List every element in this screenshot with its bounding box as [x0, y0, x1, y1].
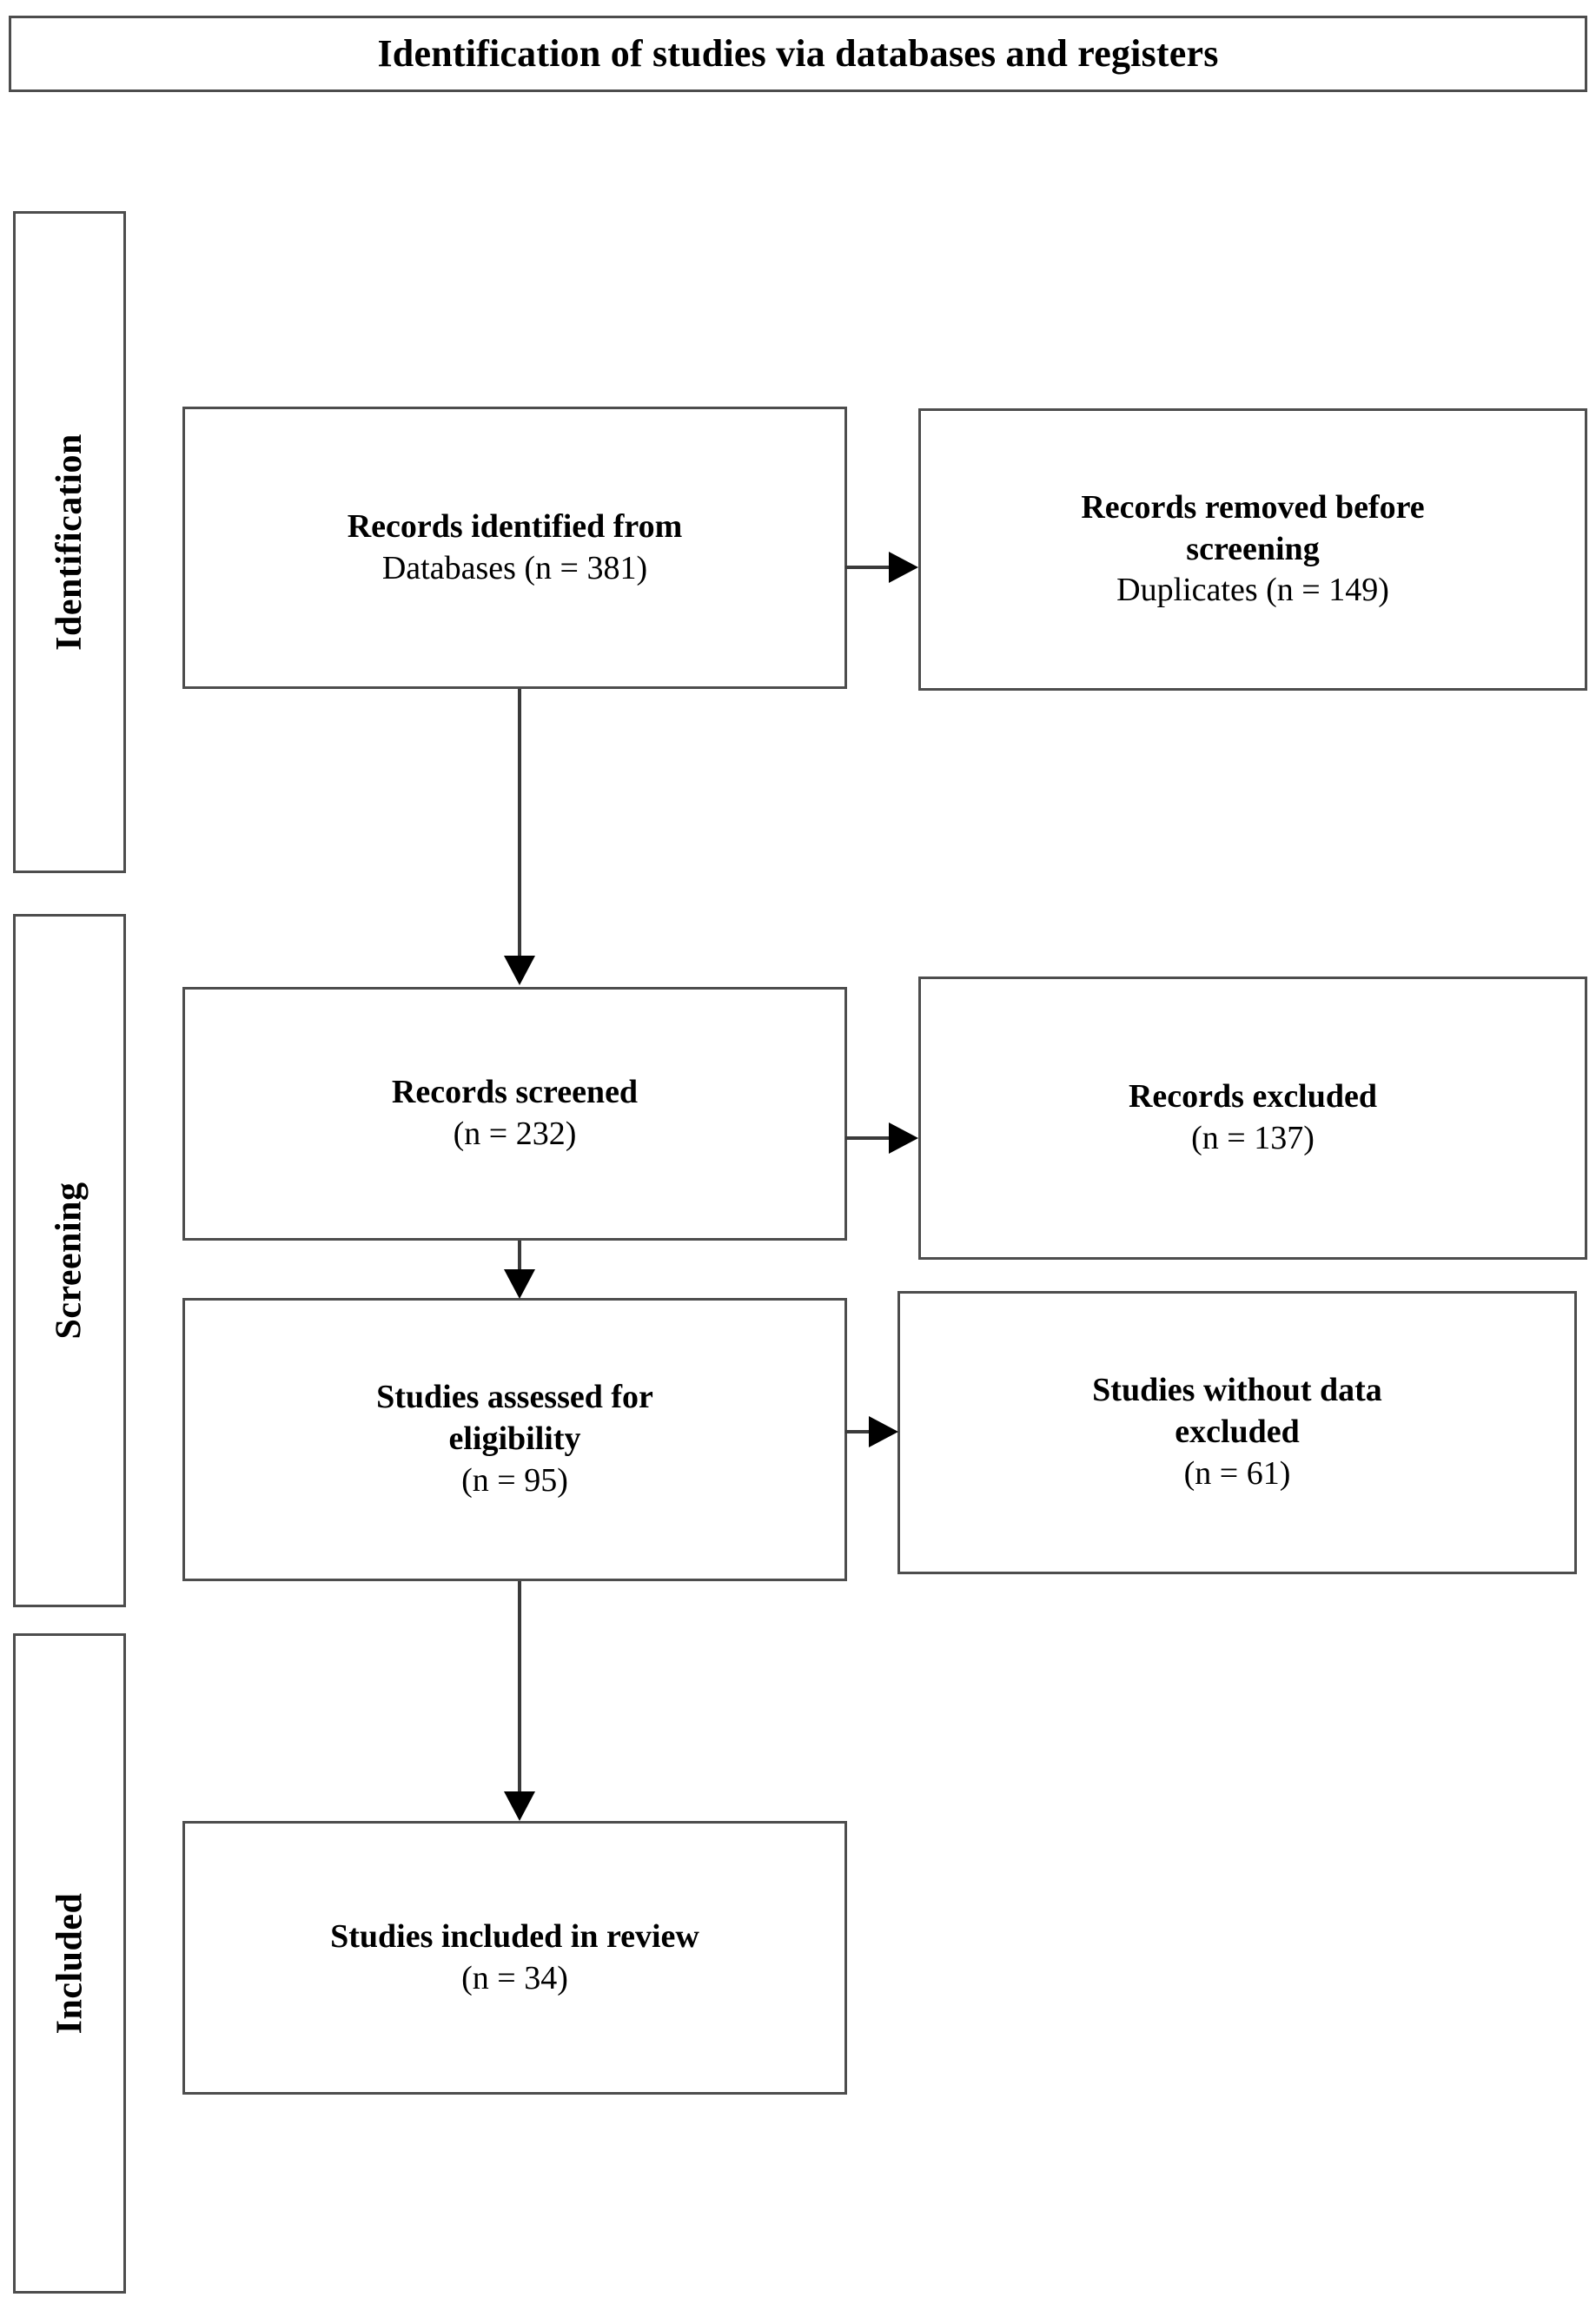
connector-eligibility-to-included-arrow-icon — [504, 1791, 535, 1821]
stage-label-screening: Screening — [13, 914, 126, 1607]
box-records-identified-detail: Databases (n = 381) — [381, 549, 648, 586]
connector-screened-to-eligibility-line — [518, 1241, 521, 1272]
box-studies-without-data-heading-line1: Studies without data — [1092, 1372, 1382, 1409]
box-records-screened-heading: Records screened — [391, 1074, 639, 1111]
connector-eligibility-to-included-line — [518, 1581, 521, 1794]
connector-identified-to-removed-line — [845, 566, 899, 569]
box-records-screened: Records screened (n = 232) — [182, 987, 847, 1241]
connector-screened-to-excluded-arrow-icon — [889, 1122, 918, 1154]
box-studies-included-heading: Studies included in review — [330, 1917, 699, 1955]
diagram-title-box: Identification of studies via databases … — [9, 16, 1587, 92]
box-studies-assessed-eligibility: Studies assessed for eligibility (n = 95… — [182, 1298, 847, 1581]
box-records-removed-heading-line2: screening — [1186, 530, 1320, 567]
connector-identified-to-screened-line — [518, 689, 521, 958]
connector-identified-to-screened-arrow-icon — [504, 956, 535, 985]
box-studies-without-data-detail: (n = 61) — [1183, 1454, 1291, 1492]
box-records-excluded: Records excluded (n = 137) — [918, 977, 1587, 1260]
stage-label-identification: Identification — [13, 211, 126, 873]
connector-eligibility-to-nodata-arrow-icon — [869, 1416, 898, 1447]
box-records-removed-heading-line1: Records removed before — [1081, 488, 1425, 526]
box-records-removed: Records removed before screening Duplica… — [918, 408, 1587, 691]
box-studies-assessed-heading-line2: eligibility — [448, 1420, 581, 1458]
box-records-removed-detail: Duplicates (n = 149) — [1116, 572, 1389, 609]
box-records-identified: Records identified from Databases (n = 3… — [182, 407, 847, 689]
connector-identified-to-removed-arrow-icon — [889, 552, 918, 583]
box-studies-assessed-heading-line1: Studies assessed for — [376, 1379, 653, 1416]
box-studies-included-in-review: Studies included in review (n = 34) — [182, 1821, 847, 2095]
stage-label-identification-text: Identification — [50, 434, 90, 651]
stage-label-included: Included — [13, 1633, 126, 2294]
box-studies-without-data-excluded: Studies without data excluded (n = 61) — [897, 1291, 1577, 1574]
stage-label-included-text: Included — [50, 1892, 90, 2035]
connector-eligibility-to-nodata-line — [845, 1430, 880, 1433]
connector-screened-to-eligibility-arrow-icon — [504, 1269, 535, 1299]
box-records-excluded-heading: Records excluded — [1128, 1078, 1378, 1116]
diagram-title: Identification of studies via databases … — [377, 31, 1219, 75]
connector-screened-to-excluded-line — [845, 1136, 899, 1140]
box-studies-without-data-heading-line2: excluded — [1175, 1414, 1300, 1451]
box-studies-included-detail: (n = 34) — [461, 1959, 568, 1996]
box-records-identified-heading: Records identified from — [347, 507, 683, 545]
box-records-excluded-detail: (n = 137) — [1191, 1120, 1315, 1156]
stage-label-screening-text: Screening — [50, 1182, 89, 1340]
box-records-screened-detail: (n = 232) — [453, 1116, 577, 1152]
box-studies-assessed-detail: (n = 95) — [461, 1461, 568, 1499]
